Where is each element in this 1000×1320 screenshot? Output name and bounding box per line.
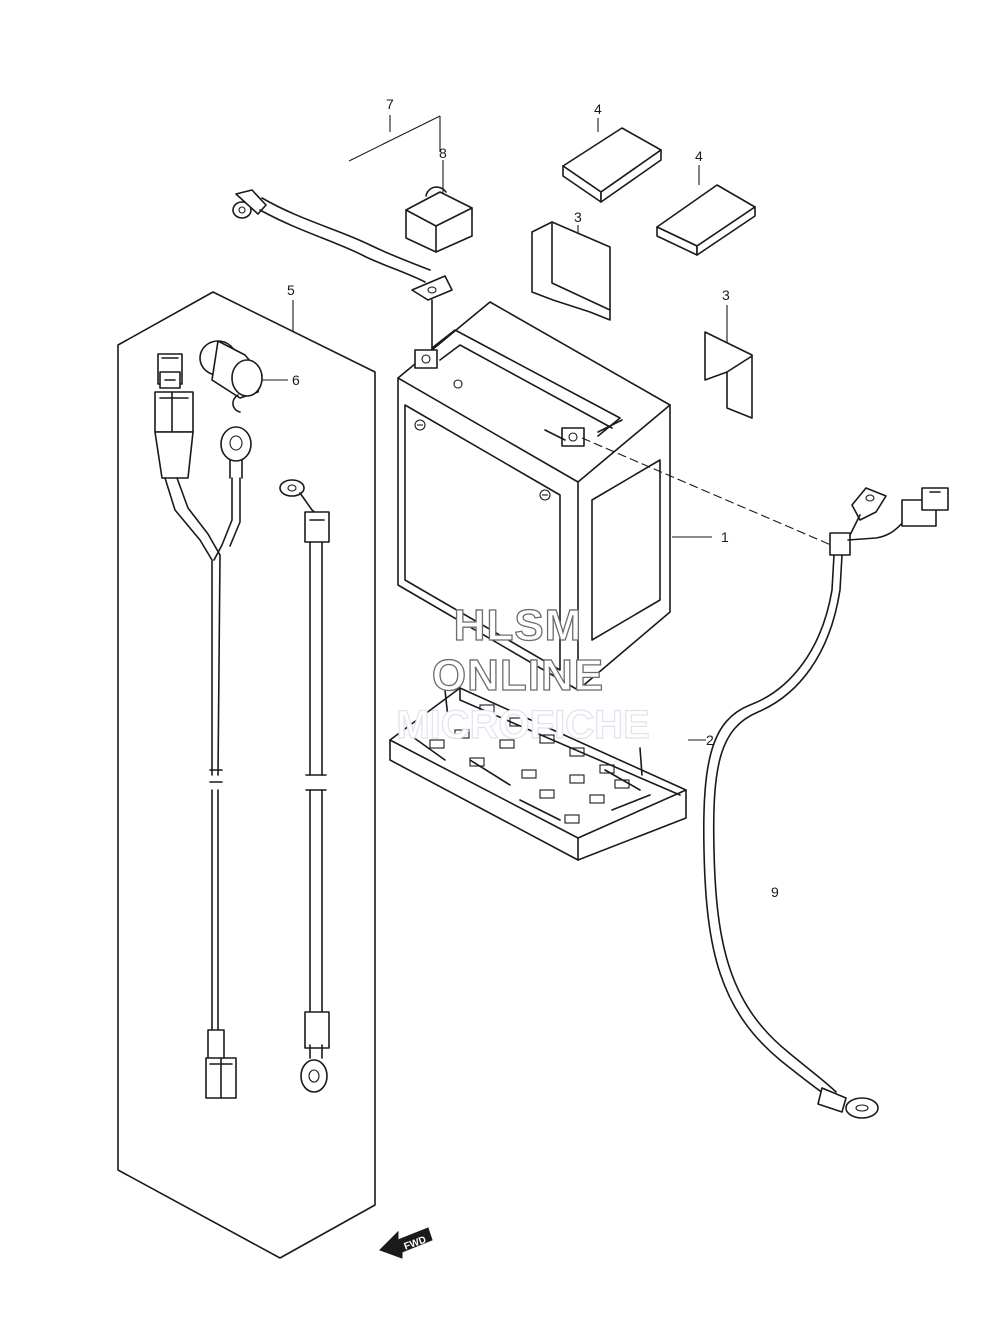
callout-9: 9 — [771, 884, 779, 900]
negative-cable — [702, 487, 949, 1119]
battery-pad-upper — [562, 118, 662, 203]
callout-8: 8 — [439, 145, 447, 161]
callout-4-upper: 4 — [594, 101, 602, 117]
battery-pad-lower — [656, 165, 756, 256]
callout-3-lower: 3 — [722, 287, 730, 303]
callout-7: 7 — [386, 96, 394, 112]
watermark-line-3: MICROFICHE — [396, 703, 649, 747]
callout-6: 6 — [292, 372, 300, 388]
battery-bracket-upper — [531, 221, 611, 321]
callout-2: 2 — [706, 732, 714, 748]
watermark-line-2: ONLINE — [432, 651, 604, 700]
fwd-arrow-icon: FWD — [379, 1227, 433, 1259]
callout-1: 1 — [721, 529, 729, 545]
callout-5: 5 — [287, 282, 295, 298]
ground-lead — [279, 479, 330, 1093]
callout-3-upper: 3 — [574, 209, 582, 225]
battery-tray — [389, 687, 706, 861]
kit-box-outline — [117, 291, 376, 1259]
callout-4-lower: 4 — [695, 148, 703, 164]
positive-cable — [232, 115, 453, 356]
wire-harness — [154, 353, 252, 1099]
starter-relay — [199, 340, 288, 413]
battery — [397, 301, 712, 691]
watermark-line-1: HLSM — [454, 601, 583, 650]
terminal-cap — [405, 160, 473, 253]
cable-routing-line — [581, 437, 839, 549]
battery-bracket-lower — [704, 305, 753, 419]
